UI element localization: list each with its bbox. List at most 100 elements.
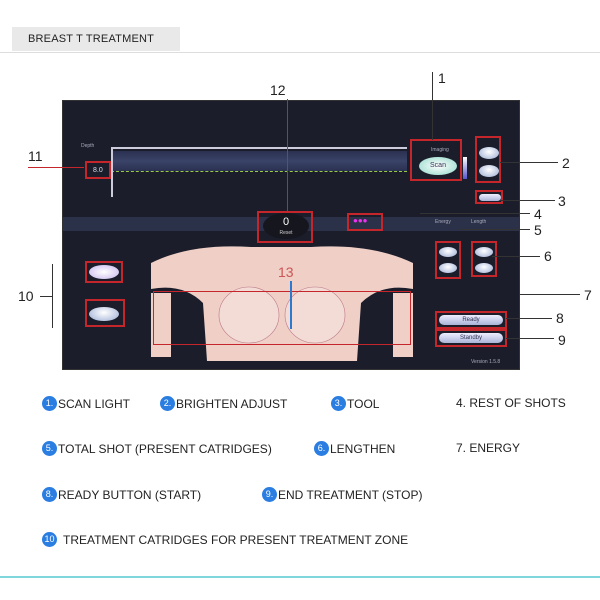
callout-10-line bbox=[40, 296, 52, 297]
legend-text-4: 4. REST OF SHOTS bbox=[456, 396, 566, 410]
legend-text-1: SCAN LIGHT bbox=[58, 396, 131, 411]
legend-item-8: 8.READY BUTTON (START) bbox=[42, 487, 201, 502]
badge-8: 8. bbox=[42, 487, 57, 502]
energy-highlight bbox=[435, 241, 461, 279]
legend-text-5: TOTAL SHOT (PRESENT CATRIDGES) bbox=[58, 441, 272, 456]
badge-5: 5. bbox=[42, 441, 57, 456]
energy-label: Energy bbox=[435, 219, 451, 225]
legend-text-10: TREATMENT CATRIDGES FOR PRESENT TREATMEN… bbox=[63, 532, 409, 547]
callout-12: 12 bbox=[270, 82, 286, 98]
callout-5: 5 bbox=[534, 222, 542, 238]
length-down-button[interactable] bbox=[475, 263, 493, 273]
focus-line bbox=[111, 171, 407, 172]
callout-1-line bbox=[432, 72, 433, 140]
badge-2: 2. bbox=[160, 396, 175, 411]
callout-6: 6 bbox=[544, 248, 552, 264]
badge-3: 3. bbox=[331, 396, 346, 411]
ready-highlight bbox=[435, 311, 507, 329]
callout-4-line bbox=[420, 213, 530, 214]
energy-up-button[interactable] bbox=[439, 247, 457, 257]
callout-10-bracket bbox=[52, 264, 53, 328]
catridge-highlight-2 bbox=[85, 299, 125, 327]
callout-3-line bbox=[500, 200, 555, 201]
depth-label: Depth bbox=[81, 143, 95, 149]
legend-item-4: 4. REST OF SHOTS bbox=[456, 396, 566, 410]
callout-2-line bbox=[500, 162, 558, 163]
standby-highlight bbox=[435, 329, 507, 347]
section-header: BREAST T TREATMENT bbox=[12, 27, 180, 51]
callout-5-line bbox=[460, 229, 530, 230]
badge-1: 1. bbox=[42, 396, 57, 411]
legend-item-5: 5.TOTAL SHOT (PRESENT CATRIDGES) bbox=[42, 441, 272, 456]
callout-11: 11 bbox=[28, 148, 43, 164]
legend-text-3: TOOL bbox=[347, 396, 380, 411]
callout-9-line bbox=[506, 338, 554, 339]
footer-line bbox=[0, 576, 600, 578]
legend-item-9: 9.END TREATMENT (STOP) bbox=[262, 487, 422, 502]
standby-button[interactable]: Standby bbox=[439, 333, 503, 343]
treatment-zone-highlight bbox=[153, 291, 411, 345]
catridge-dots: ●●● bbox=[353, 216, 368, 225]
legend-text-7: 7. ENERGY bbox=[456, 441, 521, 455]
tool-highlight bbox=[475, 190, 503, 204]
legend-item-6: 6.LENGTHEN bbox=[314, 441, 395, 456]
scan-highlight bbox=[410, 139, 462, 181]
length-label: Length bbox=[471, 219, 487, 225]
header-divider bbox=[0, 52, 600, 53]
legend-item-10: 10 TREATMENT CATRIDGES FOR PRESENT TREATM… bbox=[42, 532, 408, 547]
ready-button[interactable]: Ready bbox=[439, 315, 503, 325]
badge-10: 10 bbox=[42, 532, 57, 547]
legend-item-2: 2.BRIGHTEN ADJUST bbox=[160, 396, 287, 411]
energy-down-button[interactable] bbox=[439, 263, 457, 273]
callout-4: 4 bbox=[534, 206, 542, 222]
legend-text-6: LENGTHEN bbox=[330, 441, 396, 456]
version-label: Version 1.5.8 bbox=[471, 359, 501, 365]
callout-11-line bbox=[28, 167, 84, 168]
badge-9: 9. bbox=[262, 487, 277, 502]
legend-text-8: READY BUTTON (START) bbox=[58, 487, 202, 502]
center-line bbox=[290, 281, 292, 329]
callout-13: 13 bbox=[278, 264, 294, 280]
callout-1: 1 bbox=[438, 70, 446, 86]
torso-image bbox=[151, 246, 413, 361]
depth-highlight bbox=[85, 161, 111, 179]
brightness-bar bbox=[463, 157, 467, 179]
legend-item-1: 1.SCAN LIGHT bbox=[42, 396, 130, 411]
depth-axis bbox=[111, 147, 113, 197]
brighten-highlight bbox=[475, 136, 501, 183]
callout-8: 8 bbox=[556, 310, 564, 326]
counter-highlight bbox=[257, 211, 313, 243]
shot-count: 0 bbox=[282, 216, 290, 228]
callout-12-line bbox=[287, 99, 288, 212]
callout-3: 3 bbox=[558, 193, 566, 209]
brighten-down-button[interactable] bbox=[479, 165, 499, 177]
length-up-button[interactable] bbox=[475, 247, 493, 257]
imaging-label: Imaging bbox=[431, 147, 449, 153]
callout-9: 9 bbox=[558, 332, 566, 348]
rest-shots-highlight bbox=[347, 213, 383, 231]
tool-button[interactable] bbox=[479, 194, 501, 201]
callout-7: 7 bbox=[584, 287, 592, 303]
depth-value: 8.0 bbox=[93, 167, 103, 174]
brighten-up-button[interactable] bbox=[479, 147, 499, 159]
length-highlight bbox=[471, 241, 497, 277]
legend-item-3: 3.TOOL bbox=[331, 396, 379, 411]
scan-button[interactable]: Scan bbox=[419, 157, 457, 175]
legend-text-9: END TREATMENT (STOP) bbox=[278, 487, 423, 502]
callout-2: 2 bbox=[562, 155, 570, 171]
reset-label[interactable]: Reset bbox=[279, 230, 293, 236]
callout-7-line bbox=[520, 294, 580, 295]
catridge-button-1[interactable] bbox=[89, 265, 119, 279]
callout-10: 10 bbox=[18, 288, 34, 304]
depth-ruler bbox=[111, 147, 407, 149]
callout-8-line bbox=[506, 318, 552, 319]
legend-item-7: 7. ENERGY bbox=[456, 441, 520, 455]
ultrasound-image bbox=[111, 151, 407, 171]
legend-text-2: BRIGHTEN ADJUST bbox=[176, 396, 288, 411]
callout-6-line bbox=[492, 256, 540, 257]
catridge-highlight-1 bbox=[85, 261, 123, 283]
badge-6: 6. bbox=[314, 441, 329, 456]
catridge-button-2[interactable] bbox=[89, 307, 119, 321]
